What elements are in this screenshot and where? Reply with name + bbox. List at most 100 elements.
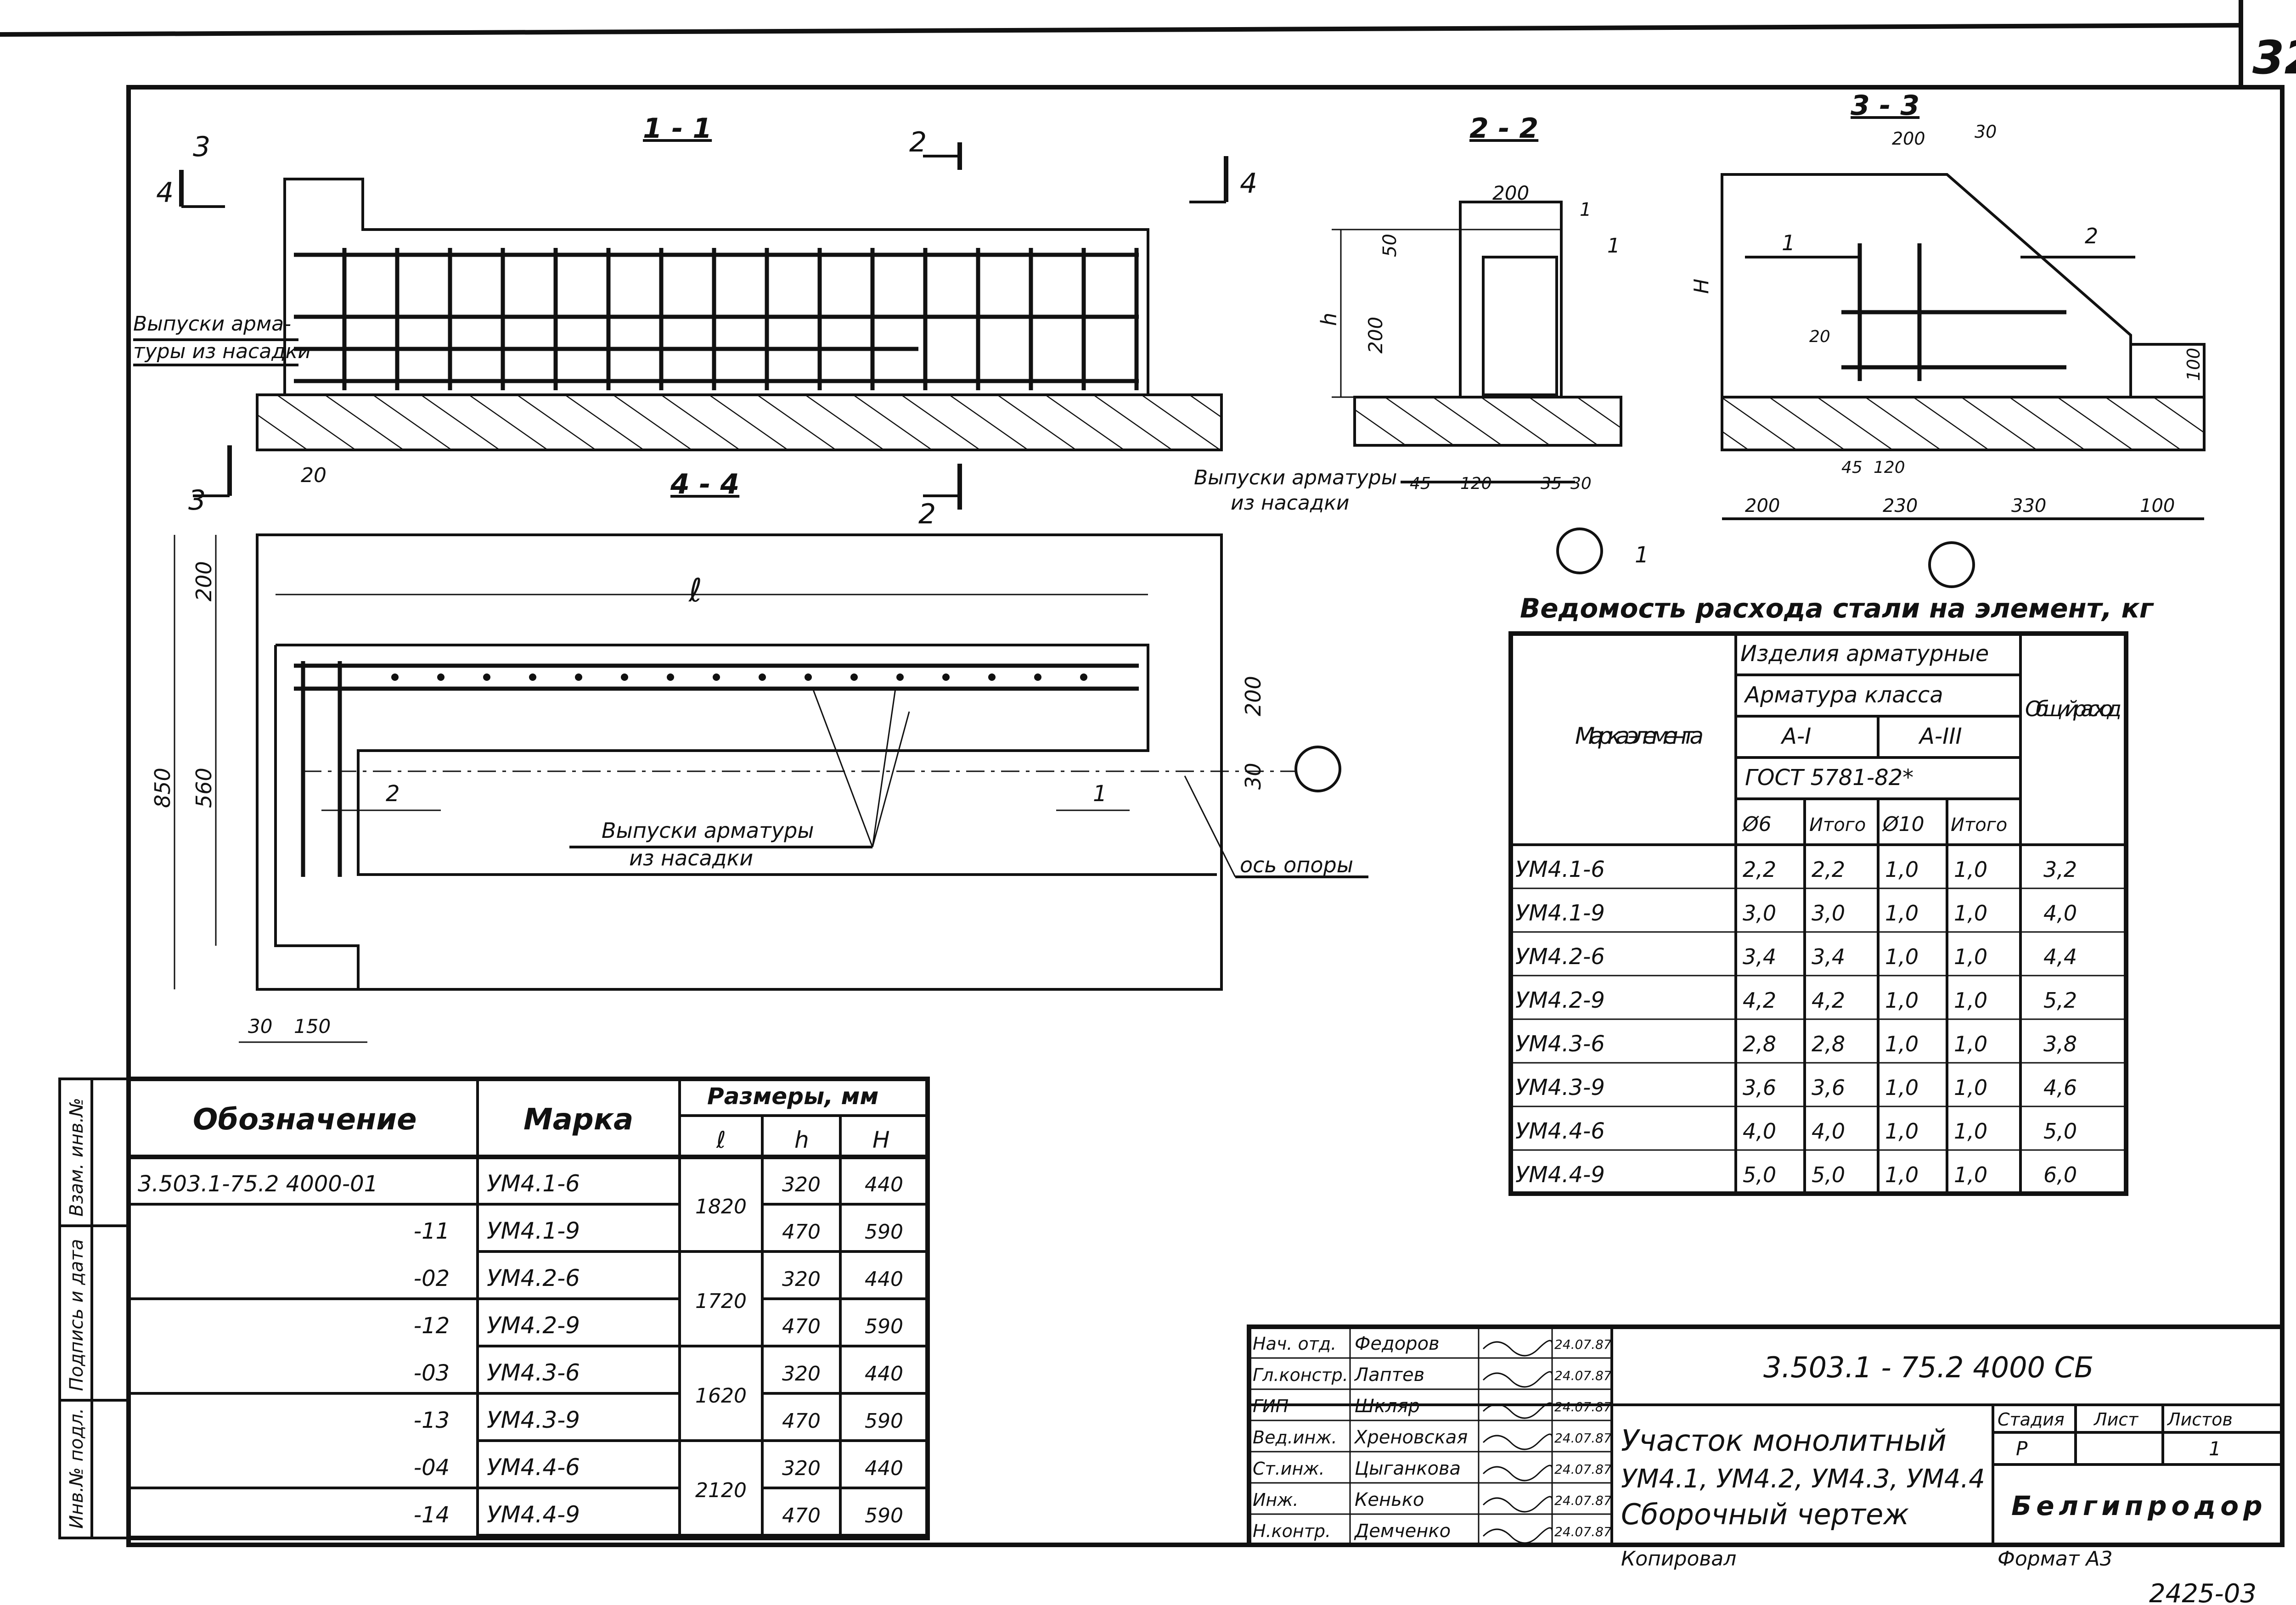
tb-role: Ст.инж. (1253, 1459, 1325, 1479)
steel-row-value: 3,0 (1812, 901, 1845, 926)
steel-row-value: 3,2 (2043, 857, 2077, 882)
steel-row-value: 4,2 (1743, 988, 1776, 1013)
tb-role: Н.контр. (1253, 1521, 1331, 1541)
svg-text:1: 1 (2209, 1437, 2221, 1460)
rebar-dot (805, 673, 812, 681)
svg-text:Ø6: Ø6 (1742, 813, 1772, 836)
svg-text:1: 1 (1782, 230, 1795, 255)
spec-row-mark: УМ4.1-9 (487, 1218, 580, 1244)
svg-text:УМ4.1, УМ4.2, УМ4.3, УМ4.4: УМ4.1, УМ4.2, УМ4.3, УМ4.4 (1621, 1464, 1985, 1494)
spec-row-h: 470 (782, 1504, 821, 1527)
spec-row-H: 590 (865, 1220, 903, 1244)
steel-row-mark: УМ4.1-6 (1515, 857, 1605, 882)
rebar-dot (988, 673, 996, 681)
steel-row-mark: УМ4.2-6 (1515, 944, 1605, 970)
dim-20-a: 20 (301, 464, 326, 487)
spec-row-H: 590 (865, 1315, 903, 1338)
steel-row-value: 3,6 (1812, 1075, 1845, 1100)
svg-text:50: 50 (1379, 234, 1401, 257)
tb-role: Вед.инж. (1253, 1427, 1337, 1448)
steel-row-value: 5,2 (2043, 988, 2077, 1013)
steel-row-value: 1,0 (1885, 988, 1919, 1013)
steel-row-value: 1,0 (1954, 1119, 1987, 1144)
section-4-4: 4 - 4 ℓ 2 1 Выпуски арматуры из насадки … (150, 468, 1368, 1043)
section-2-2-hatch (1353, 396, 1622, 447)
rebar-dot (850, 673, 858, 681)
signature (1482, 1496, 1553, 1513)
svg-text:100: 100 (2183, 348, 2204, 381)
section-4-4-outer (256, 533, 1223, 991)
tb-date: 24.07.87 (1554, 1462, 1612, 1477)
section-3-3-title: 3 - 3 (1851, 90, 1919, 122)
sheet-number: 32 (2252, 31, 2296, 84)
svg-text:200: 200 (1492, 182, 1529, 204)
steel-row-value: 3,8 (2043, 1032, 2077, 1056)
top-rule (0, 23, 2241, 37)
spec-row-H: 440 (865, 1457, 903, 1480)
steel-row-value: 1,0 (1885, 944, 1919, 969)
spec-row-H: 440 (865, 1268, 903, 1291)
spec-row-designation: 3.503.1-75.2 4000-01 (138, 1171, 378, 1197)
axis-label: ось опоры (1240, 853, 1353, 877)
steel-row-value: 4,2 (1812, 988, 1845, 1013)
steel-row-mark: УМ4.3-9 (1515, 1075, 1605, 1100)
rebar-dot (1034, 673, 1041, 681)
steel-row-value: 5,0 (2043, 1119, 2077, 1144)
svg-text:30: 30 (1570, 474, 1592, 493)
steel-row-mark: УМ4.4-9 (1515, 1162, 1605, 1188)
svg-text:ℓ: ℓ (716, 1127, 726, 1153)
spec-row-mark: УМ4.3-9 (487, 1407, 580, 1433)
tb-role: Гл.констр. (1253, 1365, 1348, 1385)
steel-row-value: 1,0 (1885, 1162, 1919, 1187)
spec-row-h: 320 (782, 1457, 821, 1480)
spec-row-h: 320 (782, 1173, 821, 1196)
svg-text:45: 45 (1841, 458, 1863, 477)
steel-row-value: 1,0 (1885, 1075, 1919, 1100)
spec-row-H: 440 (865, 1173, 903, 1196)
tb-date: 24.07.87 (1554, 1399, 1612, 1414)
side-stamps: Инв.№ подл. Подпись и дата Взам. инв.№ (58, 1077, 130, 1539)
svg-text:200: 200 (1241, 676, 1266, 716)
tb-name: Демченко (1354, 1521, 1451, 1542)
steel-row-value: 1,0 (1885, 901, 1919, 926)
tb-date: 24.07.87 (1554, 1493, 1612, 1508)
svg-text:150: 150 (294, 1015, 331, 1038)
svg-text:200: 200 (191, 561, 216, 601)
svg-text:30: 30 (1975, 122, 1997, 142)
spec-row-h: 470 (782, 1409, 821, 1433)
svg-text:А-I: А-I (1780, 724, 1811, 749)
svg-text:Арматура класса: Арматура класса (1744, 682, 1943, 708)
tb-role: Нач. отд. (1253, 1334, 1336, 1354)
org-name: Белгипродор (2011, 1490, 2267, 1521)
svg-text:Изделия арматурные: Изделия арматурные (1740, 641, 1989, 667)
rebar-dot (896, 673, 904, 681)
svg-text:560: 560 (191, 768, 216, 808)
signature (1482, 1402, 1553, 1419)
steel-row-value: 2,8 (1743, 1032, 1776, 1056)
tb-date: 24.07.87 (1554, 1368, 1612, 1383)
tb-role: ГИП (1253, 1396, 1289, 1416)
section-1-1-title: 1 - 1 (643, 112, 712, 145)
svg-text:200: 200 (1892, 129, 1925, 149)
section-2-2-title: 2 - 2 (1469, 112, 1538, 145)
signature (1482, 1371, 1553, 1388)
spec-table: Обозначение Марка Размеры, мм ℓ h H 3.50… (126, 1077, 930, 1540)
section-3-3: 3 - 3 1 2 200 30 H 100 200 230 330 100 4… (1690, 90, 2206, 588)
svg-text:1: 1 (1635, 542, 1649, 568)
svg-text:Итого: Итого (1951, 814, 2007, 836)
svg-text:2: 2 (918, 498, 936, 530)
svg-text:200: 200 (1745, 495, 1780, 516)
section-4-4-title: 4 - 4 (670, 468, 739, 500)
steel-row-value: 1,0 (1885, 1119, 1919, 1144)
svg-text:h: h (794, 1127, 809, 1153)
spec-row-mark: УМ4.3-6 (487, 1359, 580, 1386)
steel-row-mark: УМ4.1-9 (1515, 900, 1605, 926)
section-4-4-step (276, 644, 1217, 876)
svg-text:2425-03: 2425-03 (2149, 1579, 2257, 1605)
svg-text:3: 3 (193, 131, 210, 163)
svg-text:100: 100 (2140, 495, 2175, 516)
spec-row-H: 590 (865, 1409, 903, 1433)
svg-text:Формат А3: Формат А3 (1998, 1547, 2113, 1571)
